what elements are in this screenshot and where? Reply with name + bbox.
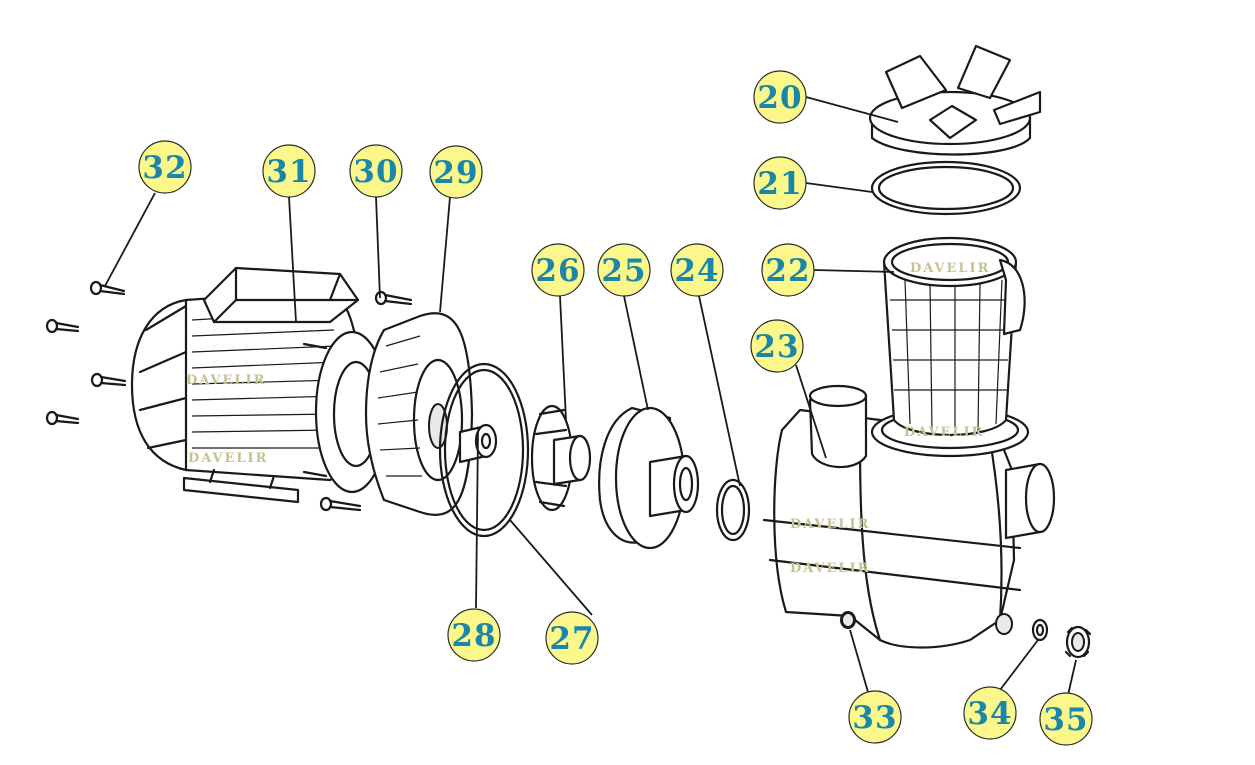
pump-housing-part-23: DAVELIR DAVELIR: [762, 384, 1056, 649]
callout-label-25: 25: [601, 253, 646, 289]
o-ring-part-27: [438, 362, 530, 538]
callout-26: 26: [531, 243, 585, 297]
callout-label-28: 28: [451, 618, 496, 654]
watermark-motor-2: DAVELIR: [188, 451, 268, 466]
leader-lines: [104, 96, 1077, 696]
watermark-motor-1: DAVELIR: [186, 373, 266, 388]
callout-label-35: 35: [1043, 702, 1088, 738]
callout-30: 30: [349, 144, 403, 198]
watermark-basket-2: DAVELIR: [904, 425, 984, 440]
callout-label-23: 23: [754, 329, 799, 365]
callout-label-21: 21: [757, 166, 802, 202]
seal-plate-part-29: [364, 312, 474, 516]
callout-label-24: 24: [674, 253, 719, 289]
diffuser-part-25: [598, 406, 700, 550]
small-o-ring-part-24: [715, 478, 751, 542]
callout-label-33: 33: [852, 700, 897, 736]
lid-o-ring-part-21: [870, 160, 1022, 216]
drain-plug-part-33: [841, 612, 855, 628]
watermark-housing-1: DAVELIR: [790, 517, 870, 532]
callout-label-26: 26: [535, 253, 580, 289]
callout-33: 33: [848, 690, 902, 744]
screws-part-32: [45, 280, 127, 426]
callout-label-34: 34: [967, 696, 1012, 732]
bolts-part-30: [319, 290, 413, 512]
callout-label-27: 27: [549, 621, 594, 657]
callout-label-32: 32: [142, 150, 187, 186]
callout-label-31: 31: [266, 154, 311, 190]
plug-part-35: [1064, 625, 1092, 659]
callout-35: 35: [1039, 692, 1093, 746]
washer-part-34: [1031, 618, 1049, 642]
impeller-part-26: [530, 404, 592, 512]
callout-label-20: 20: [757, 80, 802, 116]
callout-34: 34: [963, 686, 1017, 740]
callout-24: 24: [670, 243, 724, 297]
callout-25: 25: [597, 243, 651, 297]
callout-27: 27: [545, 611, 599, 665]
shaft-seal-part-28: [458, 423, 498, 464]
callout-32: 32: [138, 140, 192, 194]
callout-29: 29: [429, 145, 483, 199]
callout-label-30: 30: [353, 154, 398, 190]
motor-part-31: DAVELIR DAVELIR: [130, 266, 390, 504]
callout-21: 21: [753, 156, 807, 210]
callout-20: 20: [753, 70, 807, 124]
callout-31: 31: [262, 144, 316, 198]
lid-part-20: [868, 44, 1042, 156]
callout-22: 22: [761, 243, 815, 297]
callout-label-29: 29: [433, 155, 478, 191]
watermark-basket-1: DAVELIR: [910, 261, 990, 276]
callout-label-22: 22: [765, 253, 810, 289]
callout-23: 23: [750, 319, 804, 373]
watermark-housing-2: DAVELIR: [790, 561, 870, 576]
strainer-basket-part-22: DAVELIR DAVELIR: [882, 236, 1026, 440]
callout-28: 28: [447, 608, 501, 662]
